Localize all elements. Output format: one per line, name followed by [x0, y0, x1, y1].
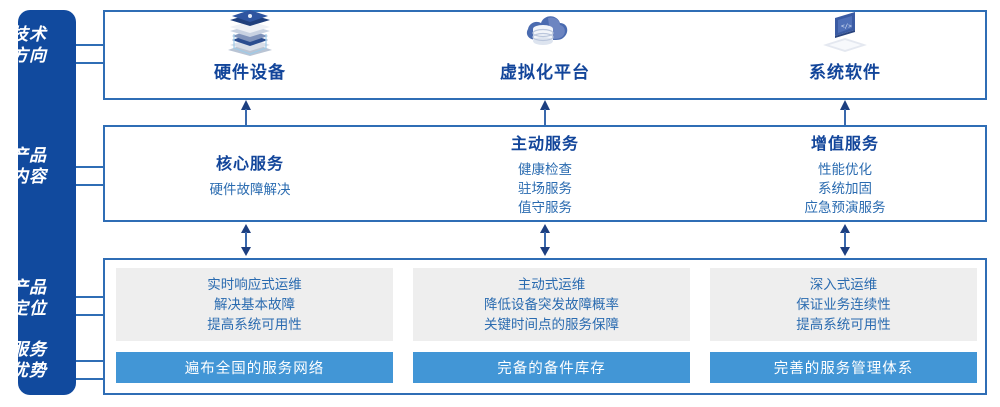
advantage-bar-spare-parts-label: 完备的备件库存 — [497, 361, 606, 377]
tech-item-system-software-label: 系统软件 — [809, 63, 881, 82]
sidebar-item-product-positioning: 产品 定位 — [0, 277, 58, 319]
service-group-value-added-item-2: 应急预演服务 — [804, 200, 886, 215]
positioning-card-deep-line-2: 提高系统可用性 — [796, 316, 891, 332]
arrow-bidirectional-value-added — [838, 224, 852, 261]
arrow-up-system-software — [838, 100, 852, 130]
tech-item-virtualization[interactable]: 虚拟化平台 — [455, 0, 635, 90]
connector-line-content-top — [76, 166, 104, 168]
advantage-bar-service-network-label: 遍布全国的服务网络 — [184, 361, 325, 377]
service-group-proactive-item-1: 驻场服务 — [518, 181, 572, 196]
service-group-proactive-item-0: 健康检查 — [518, 162, 572, 177]
positioning-card-proactive-line-2: 关键时间点的服务保障 — [484, 316, 619, 332]
sidebar-item-service-advantage-line1: 服务 — [11, 340, 47, 359]
service-group-value-added-title: 增值服务 — [810, 136, 879, 153]
sidebar-item-product-content: 产品 内容 — [0, 145, 58, 187]
sidebar-item-service-advantage-line2: 优势 — [11, 361, 47, 380]
positioning-card-realtime[interactable]: 实时响应式运维 解决基本故障 提高系统可用性 — [116, 268, 393, 341]
arrow-up-hardware — [239, 100, 253, 130]
service-group-value-added[interactable]: 增值服务 性能优化 系统加固 应急预演服务 — [755, 125, 935, 222]
positioning-card-deep[interactable]: 深入式运维 保证业务连续性 提高系统可用性 — [710, 268, 977, 341]
product-content-section — [103, 125, 987, 222]
sidebar-item-product-content-line1: 产品 — [11, 146, 47, 165]
tech-item-hardware-label: 硬件设备 — [214, 63, 286, 82]
sidebar-item-product-content-line2: 内容 — [11, 167, 47, 186]
laptop-code-icon: </> — [814, 6, 876, 56]
positioning-card-proactive-line-1: 降低设备突发故障概率 — [484, 296, 619, 312]
advantage-bar-management-system[interactable]: 完善的服务管理体系 — [710, 352, 977, 383]
positioning-card-proactive-line-0: 主动式运维 — [517, 276, 586, 292]
service-group-core-title: 核心服务 — [215, 156, 284, 173]
service-group-core[interactable]: 核心服务 硬件故障解决 — [160, 125, 340, 222]
service-group-core-item-0: 硬件故障解决 — [209, 182, 291, 197]
arrow-bidirectional-proactive — [538, 224, 552, 261]
service-group-proactive-item-2: 值守服务 — [518, 200, 572, 215]
positioning-card-realtime-line-1: 解决基本故障 — [214, 296, 295, 312]
positioning-card-realtime-line-2: 提高系统可用性 — [207, 316, 302, 332]
sidebar-item-product-positioning-line1: 产品 — [11, 278, 47, 297]
cloud-database-icon — [514, 6, 576, 56]
positioning-card-deep-line-0: 深入式运维 — [809, 276, 878, 292]
positioning-card-realtime-line-0: 实时响应式运维 — [207, 276, 302, 292]
advantage-bar-spare-parts[interactable]: 完备的备件库存 — [413, 352, 690, 383]
connector-line-tech-bottom — [76, 62, 104, 64]
sidebar-item-tech-direction-line1: 技术 — [11, 25, 47, 44]
sidebar-item-product-positioning-line2: 定位 — [11, 299, 47, 318]
positioning-card-proactive[interactable]: 主动式运维 降低设备突发故障概率 关键时间点的服务保障 — [413, 268, 690, 341]
svg-text:</>: </> — [841, 23, 852, 30]
connector-line-position-bottom — [76, 314, 104, 316]
service-group-proactive[interactable]: 主动服务 健康检查 驻场服务 值守服务 — [455, 125, 635, 222]
server-stack-icon — [219, 6, 281, 56]
arrow-up-virtualization — [538, 100, 552, 130]
connector-line-advantage-top — [76, 360, 104, 362]
tech-item-system-software[interactable]: </> 系统软件 — [755, 0, 935, 90]
advantage-bar-service-network[interactable]: 遍布全国的服务网络 — [116, 352, 393, 383]
service-group-value-added-item-1: 系统加固 — [818, 181, 872, 196]
connector-line-content-bottom — [76, 184, 104, 186]
service-group-proactive-title: 主动服务 — [510, 136, 579, 153]
connector-line-advantage-bottom — [76, 378, 104, 380]
arrow-bidirectional-core — [239, 224, 253, 261]
connector-line-position-top — [76, 296, 104, 298]
service-group-value-added-item-0: 性能优化 — [818, 162, 872, 177]
sidebar-item-service-advantage: 服务 优势 — [0, 339, 58, 381]
tech-item-hardware[interactable]: 硬件设备 — [160, 0, 340, 90]
connector-line-tech-top — [76, 44, 104, 46]
positioning-card-deep-line-1: 保证业务连续性 — [796, 296, 891, 312]
sidebar-item-tech-direction: 技术 方向 — [0, 24, 58, 66]
tech-item-virtualization-label: 虚拟化平台 — [500, 63, 590, 82]
advantage-bar-management-system-label: 完善的服务管理体系 — [773, 361, 914, 377]
sidebar-item-tech-direction-line2: 方向 — [11, 46, 47, 65]
sidebar-panel — [18, 10, 76, 395]
